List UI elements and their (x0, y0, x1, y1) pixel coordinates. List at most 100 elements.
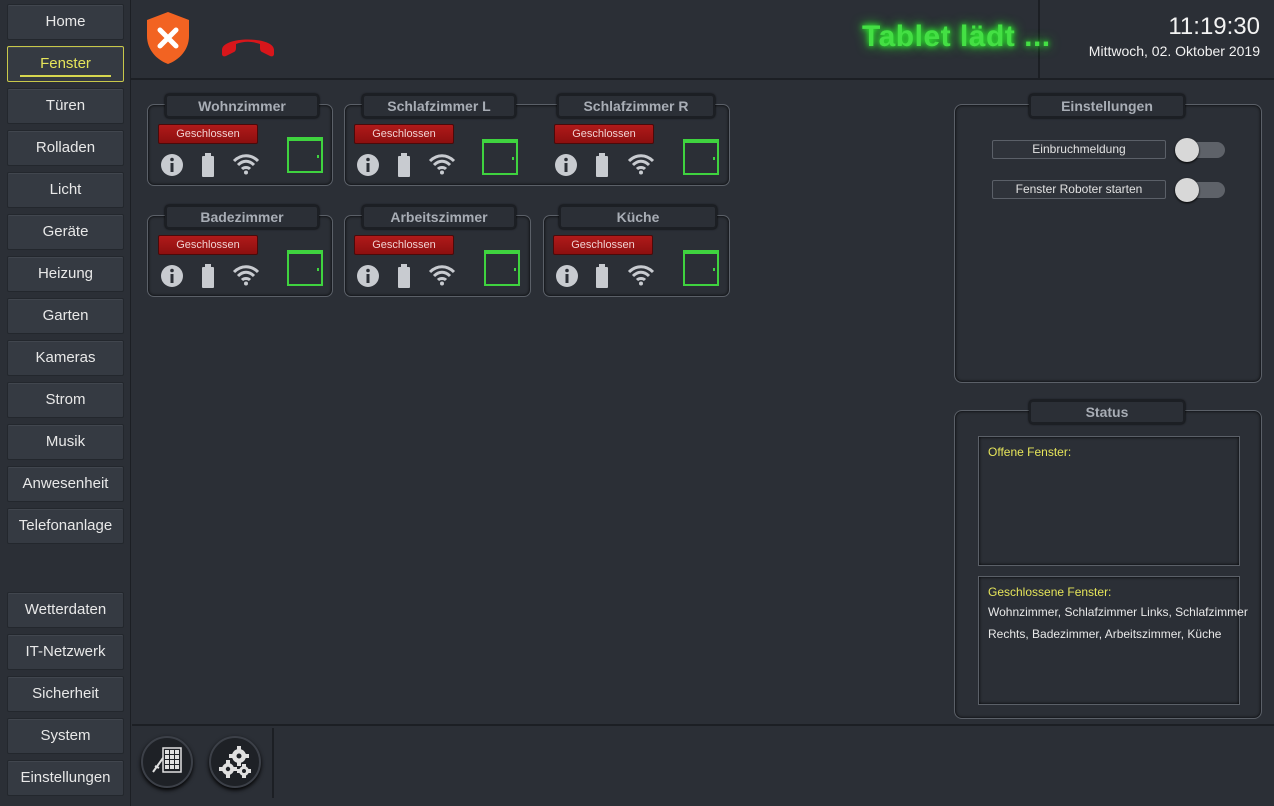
nav-kameras[interactable]: Kameras (7, 340, 124, 376)
room-card-schlafzimmer: Schlafzimmer L Geschlossen Schlafzimmer … (344, 94, 730, 186)
info-icon[interactable] (555, 264, 579, 288)
bottom-divider (272, 728, 274, 798)
wifi-icon (627, 154, 655, 175)
nav-telefonanlage[interactable]: Telefonanlage (7, 508, 124, 544)
nav-rolladen[interactable]: Rolladen (7, 130, 124, 166)
nav-strom[interactable]: Strom (7, 382, 124, 418)
window-status-button[interactable]: Geschlossen (554, 124, 654, 144)
wifi-icon (627, 265, 655, 286)
room-card-badezimmer: Badezimmer Geschlossen (147, 205, 333, 297)
header (131, 0, 1274, 80)
nav-fenster[interactable]: Fenster (7, 46, 124, 82)
nav-label: System (40, 727, 91, 744)
closed-windows-line: Wohnzimmer, Schlafzimmer Links, Schlafzi… (988, 605, 1248, 619)
window-status-button[interactable]: Geschlossen (354, 235, 454, 255)
nav-musik[interactable]: Musik (7, 424, 124, 460)
battery-icon (596, 153, 608, 177)
window-open-state-icon (683, 250, 719, 286)
room-title: Wohnzimmer (165, 94, 319, 118)
room-card-wohnzimmer: Wohnzimmer Geschlossen (147, 94, 333, 186)
nav-label: Licht (49, 181, 82, 198)
nav-licht[interactable]: Licht (7, 172, 124, 208)
window-open-state-icon (287, 137, 323, 173)
nav-label: IT-Netzwerk (25, 643, 106, 660)
header-divider (1038, 0, 1040, 80)
room-card-arbeitszimmer: Arbeitszimmer Geschlossen (344, 205, 531, 297)
settings-panel: Einstellungen Einbruchmeldung Fenster Ro… (954, 94, 1262, 383)
gears-icon (219, 746, 251, 778)
nav-label: Heizung (37, 265, 94, 282)
wifi-icon (232, 154, 260, 175)
window-status-button[interactable]: Geschlossen (354, 124, 454, 144)
closed-windows-list: Wohnzimmer, Schlafzimmer Links, Schlafzi… (988, 601, 1248, 645)
battery-icon (202, 153, 214, 177)
info-icon[interactable] (356, 264, 380, 288)
status-panel-title: Status (1029, 400, 1185, 424)
room-title: Schlafzimmer R (557, 94, 715, 118)
nav-it-netzwerk[interactable]: IT-Netzwerk (7, 634, 124, 670)
room-title: Arbeitszimmer (362, 205, 516, 229)
nav-label: Rolladen (35, 139, 96, 156)
room-title: Küche (559, 205, 717, 229)
closed-windows-line: Rechts, Badezimmer, Arbeitszimmer, Küche (988, 627, 1222, 641)
info-icon[interactable] (554, 153, 578, 177)
nav-tueren[interactable]: Türen (7, 88, 124, 124)
bottom-bar (132, 728, 1274, 806)
shield-x-icon[interactable] (144, 10, 192, 66)
nav-label: Strom (45, 391, 86, 408)
closed-windows-heading: Geschlossene Fenster: (988, 585, 1112, 599)
nav-label: Fenster (20, 55, 111, 77)
wifi-icon (428, 154, 456, 175)
keypad-button[interactable] (141, 736, 193, 788)
nav-label: Home (45, 13, 86, 30)
window-open-state-icon (484, 250, 520, 286)
nav-anwesenheit[interactable]: Anwesenheit (7, 466, 124, 502)
open-windows-box: Offene Fenster: (978, 436, 1240, 566)
nav-home[interactable]: Home (7, 4, 124, 40)
room-card-kueche: Küche Geschlossen (543, 205, 730, 297)
setting-label-fenster-roboter: Fenster Roboter starten (992, 180, 1166, 199)
clock-time: 11:19:30 (1168, 13, 1260, 40)
nav-label: Garten (42, 307, 89, 324)
window-status-button[interactable]: Geschlossen (158, 124, 258, 144)
keypad-icon (152, 747, 182, 773)
window-open-state-icon (683, 139, 719, 175)
toggle-einbruchmeldung[interactable] (1175, 138, 1225, 162)
status-panel: Status Offene Fenster: Geschlossene Fens… (954, 400, 1262, 719)
nav-label: Einstellungen (20, 769, 111, 786)
gears-button[interactable] (209, 736, 261, 788)
nav-system[interactable]: System (7, 718, 124, 754)
info-icon[interactable] (356, 153, 380, 177)
window-status-button[interactable]: Geschlossen (553, 235, 653, 255)
info-icon[interactable] (160, 264, 184, 288)
battery-icon (202, 264, 214, 288)
nav-wetterdaten[interactable]: Wetterdaten (7, 592, 124, 628)
battery-icon (596, 264, 608, 288)
nav-geraete[interactable]: Geräte (7, 214, 124, 250)
nav-heizung[interactable]: Heizung (7, 256, 124, 292)
nav-label: Kameras (35, 349, 96, 366)
main-content: Wohnzimmer Geschlossen Schlafzimmer L Ge… (132, 80, 1274, 726)
toggle-knob (1175, 178, 1199, 202)
phone-hangup-icon[interactable] (218, 28, 278, 60)
clock-date: Mittwoch, 02. Oktober 2019 (1088, 43, 1260, 59)
nav-sicherheit[interactable]: Sicherheit (7, 676, 124, 712)
info-icon[interactable] (160, 153, 184, 177)
nav-label: Geräte (42, 223, 89, 240)
setting-label-einbruchmeldung: Einbruchmeldung (992, 140, 1166, 159)
toggle-fenster-roboter[interactable] (1175, 178, 1225, 202)
toggle-knob (1175, 138, 1199, 162)
wifi-icon (428, 265, 456, 286)
nav-label: Sicherheit (32, 685, 99, 702)
nav-label: Türen (45, 97, 86, 114)
battery-icon (398, 264, 410, 288)
nav-garten[interactable]: Garten (7, 298, 124, 334)
sidebar: Home Fenster Türen Rolladen Licht Geräte… (0, 0, 131, 806)
nav-label: Musik (45, 433, 86, 450)
nav-label: Telefonanlage (18, 517, 113, 534)
window-open-state-icon (482, 139, 518, 175)
nav-einstellungen[interactable]: Einstellungen (7, 760, 124, 796)
nav-label: Anwesenheit (22, 475, 109, 492)
window-status-button[interactable]: Geschlossen (158, 235, 258, 255)
battery-icon (398, 153, 410, 177)
